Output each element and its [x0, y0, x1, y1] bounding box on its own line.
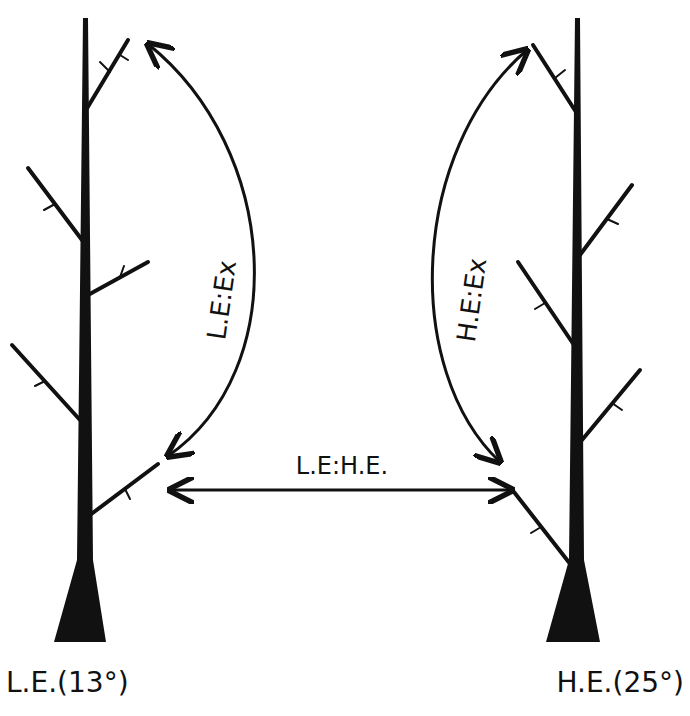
tree-label: H.E.(25°) — [556, 668, 684, 699]
tree-label: L.E.(13°) — [6, 668, 129, 699]
arrow-label: L.E:Ex — [202, 259, 241, 342]
arrow-label: H.E:Ex — [452, 256, 492, 344]
arrow-label: L.E:H.E. — [296, 453, 388, 479]
horizontal-arrow — [170, 489, 512, 492]
right-tree — [514, 18, 640, 642]
curved-arrow — [432, 50, 527, 462]
left-tree — [12, 18, 158, 642]
curved-arrow — [148, 44, 254, 456]
